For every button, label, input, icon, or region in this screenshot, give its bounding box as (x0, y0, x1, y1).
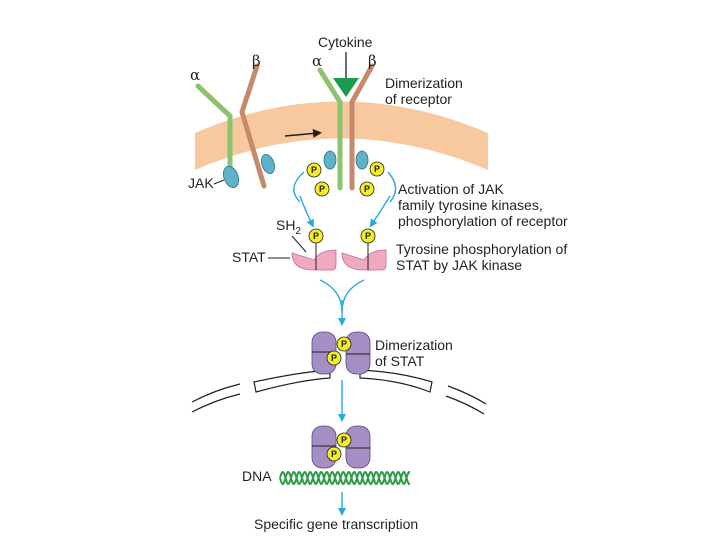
stat-right-phospho-label: P (365, 231, 371, 241)
jak-kinase-unbound-a (223, 165, 239, 189)
activation-arrow-left-down (299, 195, 314, 228)
activation-arrow-right-down (369, 195, 391, 228)
step-2-line-2: family tyrosine kinases, (398, 197, 543, 213)
jak-kinase-dimer-right (355, 150, 369, 170)
phospho-4 (359, 181, 375, 197)
phospho-2-label: P (319, 184, 325, 194)
phospho-3-label: P (374, 164, 380, 174)
sh2-main: SH (276, 217, 295, 233)
jak-label: JAK (188, 175, 214, 191)
stat-label: STAT (232, 249, 266, 265)
step-2-line-1: Activation of JAK (398, 181, 504, 197)
phospho-3 (369, 161, 385, 177)
stat-nucleus-phospho-a: P (341, 435, 347, 445)
stat-nucleus-phospho-b: P (331, 449, 337, 459)
beta-chain-unbound (239, 63, 267, 189)
sh2-label: SH2 (276, 217, 301, 237)
alpha-label-dimer: α (312, 52, 322, 70)
stat-monomer-right (341, 249, 387, 271)
step-4-line-2: of STAT (375, 353, 425, 369)
sh2-leader-line (291, 235, 307, 253)
nuclear-envelope (191, 369, 487, 415)
cytokine-label: Cytokine (318, 34, 373, 50)
beta-label-unbound: β (252, 52, 261, 70)
stat-monomer-left (291, 249, 337, 271)
final-outcome-label: Specific gene transcription (254, 516, 418, 532)
beta-label-dimer: β (368, 52, 377, 70)
alpha-chain-unbound (195, 83, 233, 175)
receptor-phosphates: P P P P (306, 161, 385, 197)
step-3-line-2: STAT by JAK kinase (396, 257, 522, 273)
step-2-line-3: phosphorylation of receptor (398, 213, 568, 229)
jak-kinase-unbound-b (261, 153, 275, 175)
sh2-subscript: 2 (295, 226, 301, 237)
beta-chain-dimer (349, 63, 375, 191)
jak-leader-line (213, 179, 225, 185)
step-1-line-1: Dimerization (385, 75, 463, 91)
dna-label: DNA (242, 468, 272, 484)
stat-dimer-phospho-a: P (341, 339, 347, 349)
activation-arrow-right-out (387, 171, 397, 203)
alpha-chain-dimer (317, 67, 343, 191)
step-1-line-2: of receptor (385, 91, 452, 107)
step-4-line-1: Dimerization (375, 337, 453, 353)
membrane-movement-arrow (284, 128, 322, 138)
stat-right-phospho (360, 228, 376, 244)
phospho-1-label: P (311, 165, 317, 175)
jak-kinase-dimer-left (323, 150, 337, 170)
step-3-line-1: Tyrosine phosphorylation of (396, 241, 567, 257)
phospho-4-label: P (364, 184, 370, 194)
stat-left-phospho (308, 228, 324, 244)
stat-dimer-cytoplasm: P P (311, 331, 371, 375)
alpha-label-unbound: α (190, 66, 200, 84)
phospho-1 (306, 162, 322, 178)
stat-dimer-phospho-b: P (331, 353, 337, 363)
dna-helix (279, 470, 411, 486)
phospho-2 (314, 181, 330, 197)
stat-left-phospho-label: P (313, 231, 319, 241)
stat-dimer-nucleus: P P (311, 425, 371, 469)
cytokine-ligand (333, 78, 359, 97)
activation-arrow-left-out (293, 171, 305, 203)
